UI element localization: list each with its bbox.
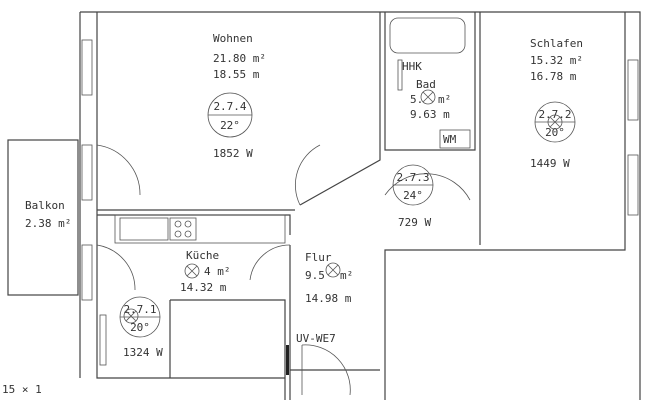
room-perimeter: 9.63 m (410, 108, 450, 121)
room-name: Schlafen (530, 37, 583, 50)
ceiling-lamp-icon (325, 262, 341, 278)
room-id: 2.7.4 (213, 100, 246, 113)
room-kueche: Küche 4 m² 14.32 m 2.7.1 20° 1324 W (119, 249, 231, 359)
room-area: 2.38 m² (25, 217, 71, 230)
room-schlafen: Schlafen 15.32 m² 16.78 m 2.7.2 20° 1449… (530, 37, 583, 170)
heating-power: 1324 W (123, 346, 163, 359)
room-name: Wohnen (213, 32, 253, 45)
room-id: 2.7.1 (123, 303, 156, 316)
room-name: Bad (416, 78, 436, 91)
room-balkon: Balkon 2.38 m² (25, 199, 71, 230)
room-wohnen: Wohnen 21.80 m² 18.55 m 2.7.4 22° 1852 W (207, 32, 266, 160)
room-area-unit: m² (438, 93, 451, 106)
heating-power: 1449 W (530, 157, 570, 170)
panel-label: UV-WE7 (296, 332, 336, 345)
heating-circle-2-7-3: 2.7.3 24° (392, 164, 434, 206)
walls (79, 11, 641, 400)
room-temp: 20° (130, 321, 150, 334)
room-area-suffix: 4 m² (204, 265, 231, 278)
heating-circle: 2.7.4 22° (207, 92, 253, 138)
heating-power: 729 W (398, 216, 431, 229)
ceiling-lamp-icon (184, 263, 200, 279)
room-perimeter: 18.55 m (213, 68, 260, 81)
heating-power: 1852 W (213, 147, 253, 160)
room-area-prefix: 5. (410, 93, 423, 106)
room-temp: 20° (545, 126, 565, 139)
room-area-unit: m² (340, 269, 353, 282)
room-bad: HHK Bad 5. m² 9.63 m WM (402, 60, 471, 149)
balkon-outline (7, 139, 79, 296)
ceiling-lamp-icon (420, 89, 436, 105)
heating-circle: 2.7.2 20° (534, 101, 576, 143)
windows (81, 17, 639, 366)
room-name: Küche (186, 249, 219, 262)
room-temp: 22° (220, 119, 240, 132)
room-name: Flur (305, 251, 332, 264)
room-id: 2.7.3 (396, 171, 429, 184)
room-area: 21.80 m² (213, 52, 266, 65)
room-name: Balkon (25, 199, 65, 212)
heating-circle: 2.7.1 20° (119, 296, 161, 338)
room-perimeter: 14.98 m (305, 292, 352, 305)
wm-label: WM (443, 133, 457, 146)
kitchen-counter (114, 214, 286, 244)
distribution-panel (286, 345, 289, 375)
room-flur: Flur 9.5 m² 14.98 m UV-WE7 (286, 251, 353, 375)
scale-note: 15 × 1 (2, 383, 42, 396)
room-perimeter: 14.32 m (180, 281, 227, 294)
room-temp: 24° (403, 189, 423, 202)
room-area-prefix: 9.5 (305, 269, 325, 282)
room-id: 2.7.2 (538, 108, 571, 121)
hhk-label: HHK (402, 60, 422, 73)
room-perimeter: 16.78 m (530, 70, 577, 83)
room-area: 15.32 m² (530, 54, 583, 67)
